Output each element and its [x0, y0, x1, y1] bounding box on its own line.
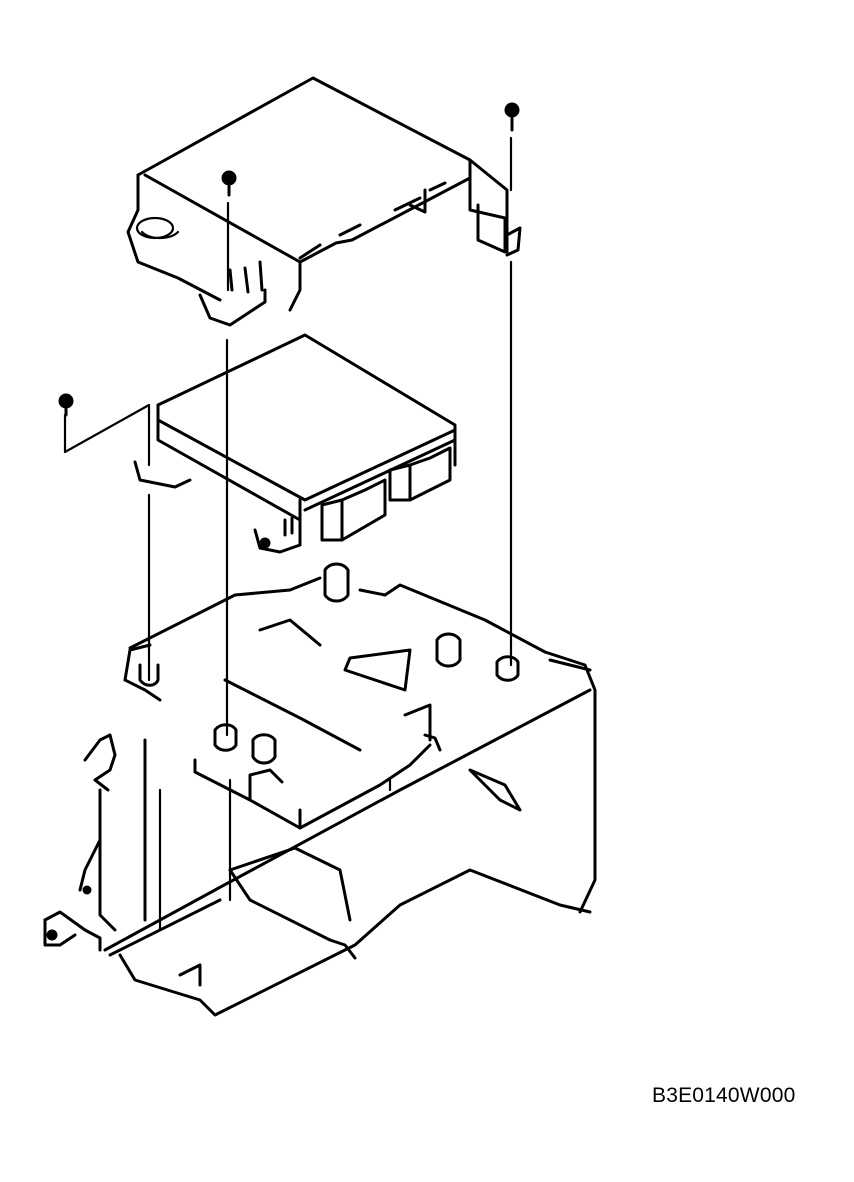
mounting-bracket	[43, 562, 597, 1017]
control-module	[133, 333, 457, 554]
bolt-right	[504, 102, 520, 667]
upper-cover-bracket	[126, 76, 522, 327]
figure-reference-code: B3E0140W000	[652, 1084, 796, 1107]
bolt-center	[221, 170, 237, 737]
bolt-left	[58, 393, 151, 682]
